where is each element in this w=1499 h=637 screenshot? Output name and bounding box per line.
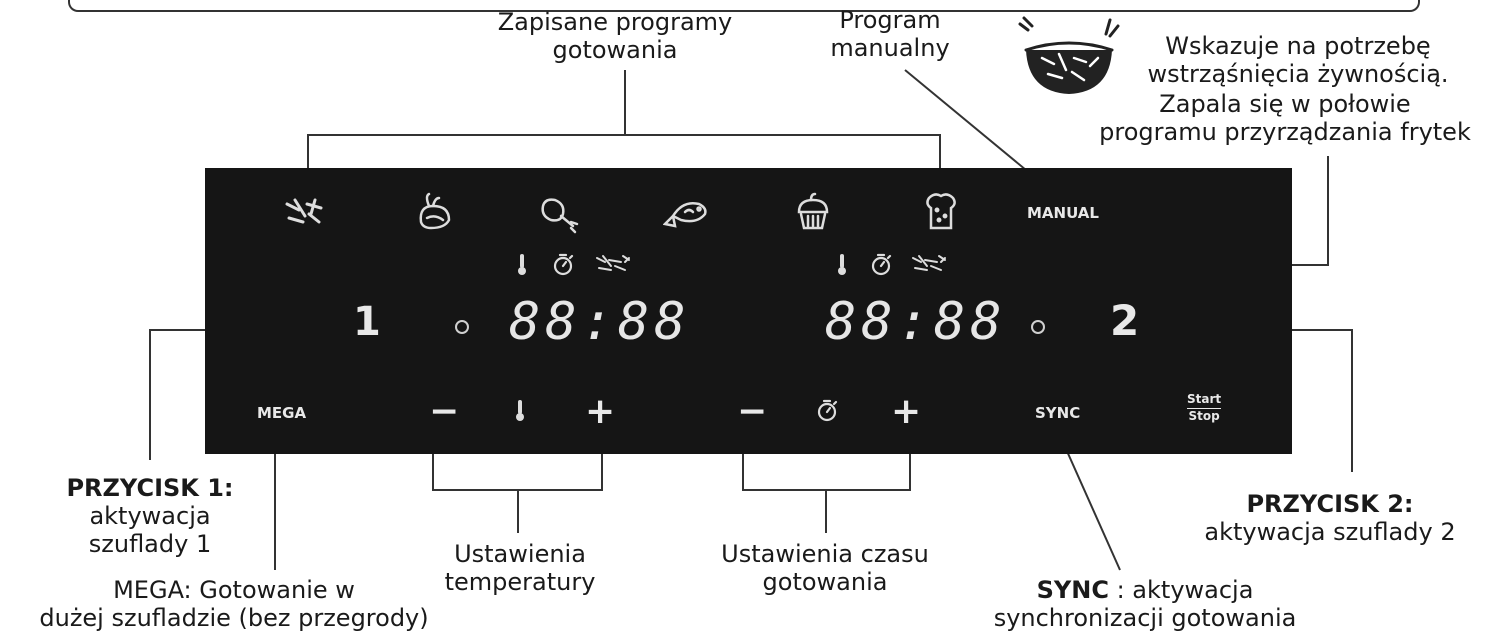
bread-icon[interactable] bbox=[923, 190, 959, 232]
button-2-title: PRZYCISK 2: bbox=[1246, 490, 1414, 518]
sync-label: SYNC : aktywacja synchronizacji gotowani… bbox=[965, 576, 1325, 632]
sync-desc-line-1: : aktywacja bbox=[1108, 576, 1254, 604]
time-settings-line-2: gotowania bbox=[762, 568, 888, 596]
drawer-2-button[interactable]: 2 bbox=[1110, 296, 1140, 345]
saved-programs-line-2: gotowania bbox=[552, 36, 678, 64]
mega-label: MEGA: Gotowanie w dużej szufladzie (bez … bbox=[4, 576, 464, 632]
shake-line-3: Zapala się w połowie bbox=[1159, 90, 1411, 118]
thermometer-icon bbox=[517, 252, 527, 276]
chicken-icon[interactable] bbox=[415, 192, 455, 232]
drawer-2-indicator bbox=[1031, 320, 1045, 334]
button-1-title: PRZYCISK 1: bbox=[66, 474, 234, 502]
cake-icon[interactable] bbox=[795, 192, 831, 232]
shake-basket-icon bbox=[1014, 14, 1124, 104]
timer-icon bbox=[551, 252, 575, 276]
time-minus-button[interactable]: − bbox=[737, 391, 768, 432]
control-panel: MANUAL 1 88:88 88:88 2 MEGA − + − + bbox=[205, 168, 1292, 454]
shake-icon bbox=[595, 254, 631, 274]
drumstick-icon[interactable] bbox=[537, 194, 581, 234]
drawer-1-button[interactable]: 1 bbox=[353, 299, 381, 345]
start-stop-button[interactable]: Start Stop bbox=[1187, 392, 1222, 424]
device-top-edge bbox=[68, 0, 1420, 12]
sync-title: SYNC bbox=[1036, 576, 1109, 604]
shake-line-1: Wskazuje na potrzebę bbox=[1165, 32, 1431, 60]
start-label: Start bbox=[1187, 392, 1222, 409]
sync-button[interactable]: SYNC bbox=[1035, 404, 1081, 422]
thermometer-icon bbox=[837, 252, 847, 276]
shake-line-2: wstrząśnięcia żywnością. bbox=[1147, 60, 1449, 88]
mega-button[interactable]: MEGA bbox=[257, 404, 307, 422]
mega-desc-line-2: dużej szufladzie (bez przegrody) bbox=[39, 604, 429, 632]
shake-line-4: programu przyrządzania frytek bbox=[1099, 118, 1471, 146]
mega-desc-line-1: MEGA: Gotowanie w bbox=[113, 576, 355, 604]
thermometer-icon bbox=[515, 398, 525, 422]
manual-program-label: Program manualny bbox=[800, 6, 980, 62]
display-2: 88:88 bbox=[825, 292, 1007, 352]
button-1-desc-line-1: aktywacja bbox=[89, 502, 211, 530]
manual-program-line-2: manualny bbox=[830, 34, 950, 62]
fries-icon[interactable] bbox=[281, 196, 327, 228]
temp-settings-line-1: Ustawienia bbox=[454, 540, 586, 568]
sync-desc-line-2: synchronizacji gotowania bbox=[993, 604, 1297, 632]
temp-plus-button[interactable]: + bbox=[585, 391, 616, 432]
temp-minus-button[interactable]: − bbox=[429, 391, 460, 432]
display-1: 88:88 bbox=[509, 292, 691, 352]
shake-label-top: Wskazuje na potrzebę wstrząśnięcia żywno… bbox=[1118, 32, 1478, 88]
temperature-settings-label: Ustawienia temperatury bbox=[420, 540, 620, 596]
button-2-desc: aktywacja szuflady 2 bbox=[1204, 518, 1456, 546]
shake-label-bottom: Zapala się w połowie programu przyrządza… bbox=[1085, 90, 1485, 146]
fish-icon[interactable] bbox=[663, 194, 713, 230]
timer-icon bbox=[815, 398, 839, 422]
saved-programs-line-1: Zapisane programy bbox=[497, 8, 733, 36]
time-settings-label: Ustawienia czasu gotowania bbox=[700, 540, 950, 596]
stop-label: Stop bbox=[1188, 409, 1220, 423]
button-2-label: PRZYCISK 2: aktywacja szuflady 2 bbox=[1180, 490, 1480, 546]
drawer-1-indicator bbox=[455, 320, 469, 334]
shake-icon bbox=[911, 254, 947, 274]
manual-button[interactable]: MANUAL bbox=[1027, 204, 1099, 222]
time-settings-line-1: Ustawienia czasu bbox=[721, 540, 929, 568]
button-1-label: PRZYCISK 1: aktywacja szuflady 1 bbox=[60, 474, 240, 558]
manual-program-line-1: Program bbox=[839, 6, 941, 34]
timer-icon bbox=[869, 252, 893, 276]
temp-settings-line-2: temperatury bbox=[444, 568, 596, 596]
time-plus-button[interactable]: + bbox=[891, 391, 922, 432]
button-1-desc-line-2: szuflady 1 bbox=[88, 530, 212, 558]
saved-programs-label: Zapisane programy gotowania bbox=[470, 8, 760, 64]
